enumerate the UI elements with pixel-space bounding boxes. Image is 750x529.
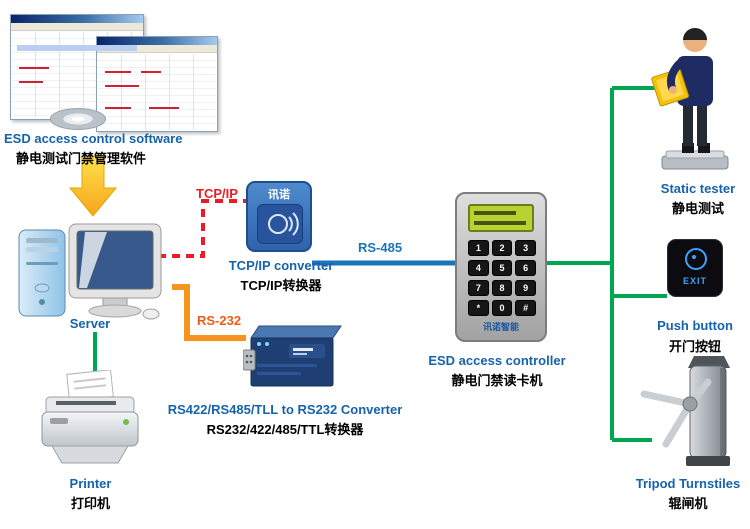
wire-label-rs485: RS-485 xyxy=(358,240,403,255)
window-titlebar xyxy=(97,37,217,45)
controller-brand-text: 讯诺智能 xyxy=(482,322,519,332)
server-illustration xyxy=(18,223,162,320)
converter-brand-text: 讯诺 xyxy=(268,189,290,201)
keypad-key: 4 xyxy=(468,260,489,276)
button-dot-icon xyxy=(692,255,696,259)
turnstile-label-en: Tripod Turnstiles xyxy=(635,476,741,491)
rs232-converter-device xyxy=(242,320,343,405)
keypad-key: 2 xyxy=(491,240,513,256)
turnstile-label-zh: 辊闸机 xyxy=(668,496,708,511)
static-tester-label-en: Static tester xyxy=(660,181,736,196)
wires-green xyxy=(93,86,667,442)
wire-label-rs232: RS-232 xyxy=(197,313,242,328)
rs232-converter-label-en: RS422/RS485/TLL to RS232 Converter xyxy=(167,402,403,417)
keypad-key: 3 xyxy=(515,240,536,256)
turnstile-illustration xyxy=(640,356,730,466)
keypad-key: 1 xyxy=(468,240,489,256)
keypad-key: * xyxy=(468,300,489,316)
keypad-key: 0 xyxy=(491,300,513,316)
wire-label-tcpip: TCP/IP xyxy=(196,186,238,201)
controller-keypad: 1 2 3 4 5 6 7 8 9 * 0 # xyxy=(468,240,536,316)
push-button-label-en: Push button xyxy=(657,318,733,333)
tcpip-converter-label-zh: TCP/IP转换器 xyxy=(240,278,322,293)
download-arrow-icon xyxy=(68,155,118,217)
wire-tcpip xyxy=(158,199,246,258)
window-titlebar xyxy=(11,15,143,23)
software-label-en: ESD access control software xyxy=(4,131,183,146)
esd-access-controller-device: 1 2 3 4 5 6 7 8 9 * 0 # 讯诺智能 xyxy=(455,192,547,342)
button-ring-icon xyxy=(685,248,707,270)
push-button-label-zh: 开门按钮 xyxy=(668,339,721,354)
tcpip-converter-device: 讯诺 xyxy=(246,181,312,252)
push-button-device: EXIT xyxy=(667,239,723,297)
software-screenshots xyxy=(8,12,222,134)
server-device xyxy=(15,222,165,325)
keypad-key: 9 xyxy=(515,280,536,296)
card-reader-icon xyxy=(257,204,303,244)
wire-rs232 xyxy=(172,284,246,341)
window-toolbar xyxy=(97,45,217,53)
keypad-key: 5 xyxy=(491,260,513,276)
keypad-key: 6 xyxy=(515,260,536,276)
exit-text: EXIT xyxy=(682,276,707,286)
static-tester-illustration xyxy=(651,28,729,170)
rs232-converter-label-zh: RS232/422/485/TTL转换器 xyxy=(206,422,364,437)
software-label-zh: 静电测试门禁管理软件 xyxy=(16,151,147,166)
server-label: Server xyxy=(69,316,111,331)
window-toolbar xyxy=(11,23,143,31)
static-tester-label-zh: 静电测试 xyxy=(671,201,724,216)
keypad-key: # xyxy=(515,300,536,316)
window-grid xyxy=(98,54,216,130)
tcpip-converter-label-en: TCP/IP converter xyxy=(228,258,334,273)
cd-disc-icon xyxy=(50,108,106,130)
printer-illustration xyxy=(41,369,139,464)
printer-label-en: Printer xyxy=(69,476,112,491)
controller-label-zh: 静电门禁读卡机 xyxy=(451,373,543,388)
static-tester-device xyxy=(648,6,748,183)
keypad-key: 8 xyxy=(491,280,513,296)
keypad-key: 7 xyxy=(468,280,489,296)
software-window-front xyxy=(96,36,218,132)
printer-label-zh: 打印机 xyxy=(70,496,110,511)
rs232-converter-illustration xyxy=(242,325,342,387)
controller-label-en: ESD access controller xyxy=(428,353,566,368)
turnstile-device xyxy=(628,352,748,477)
printer-device xyxy=(38,369,143,475)
controller-lcd xyxy=(468,204,534,232)
